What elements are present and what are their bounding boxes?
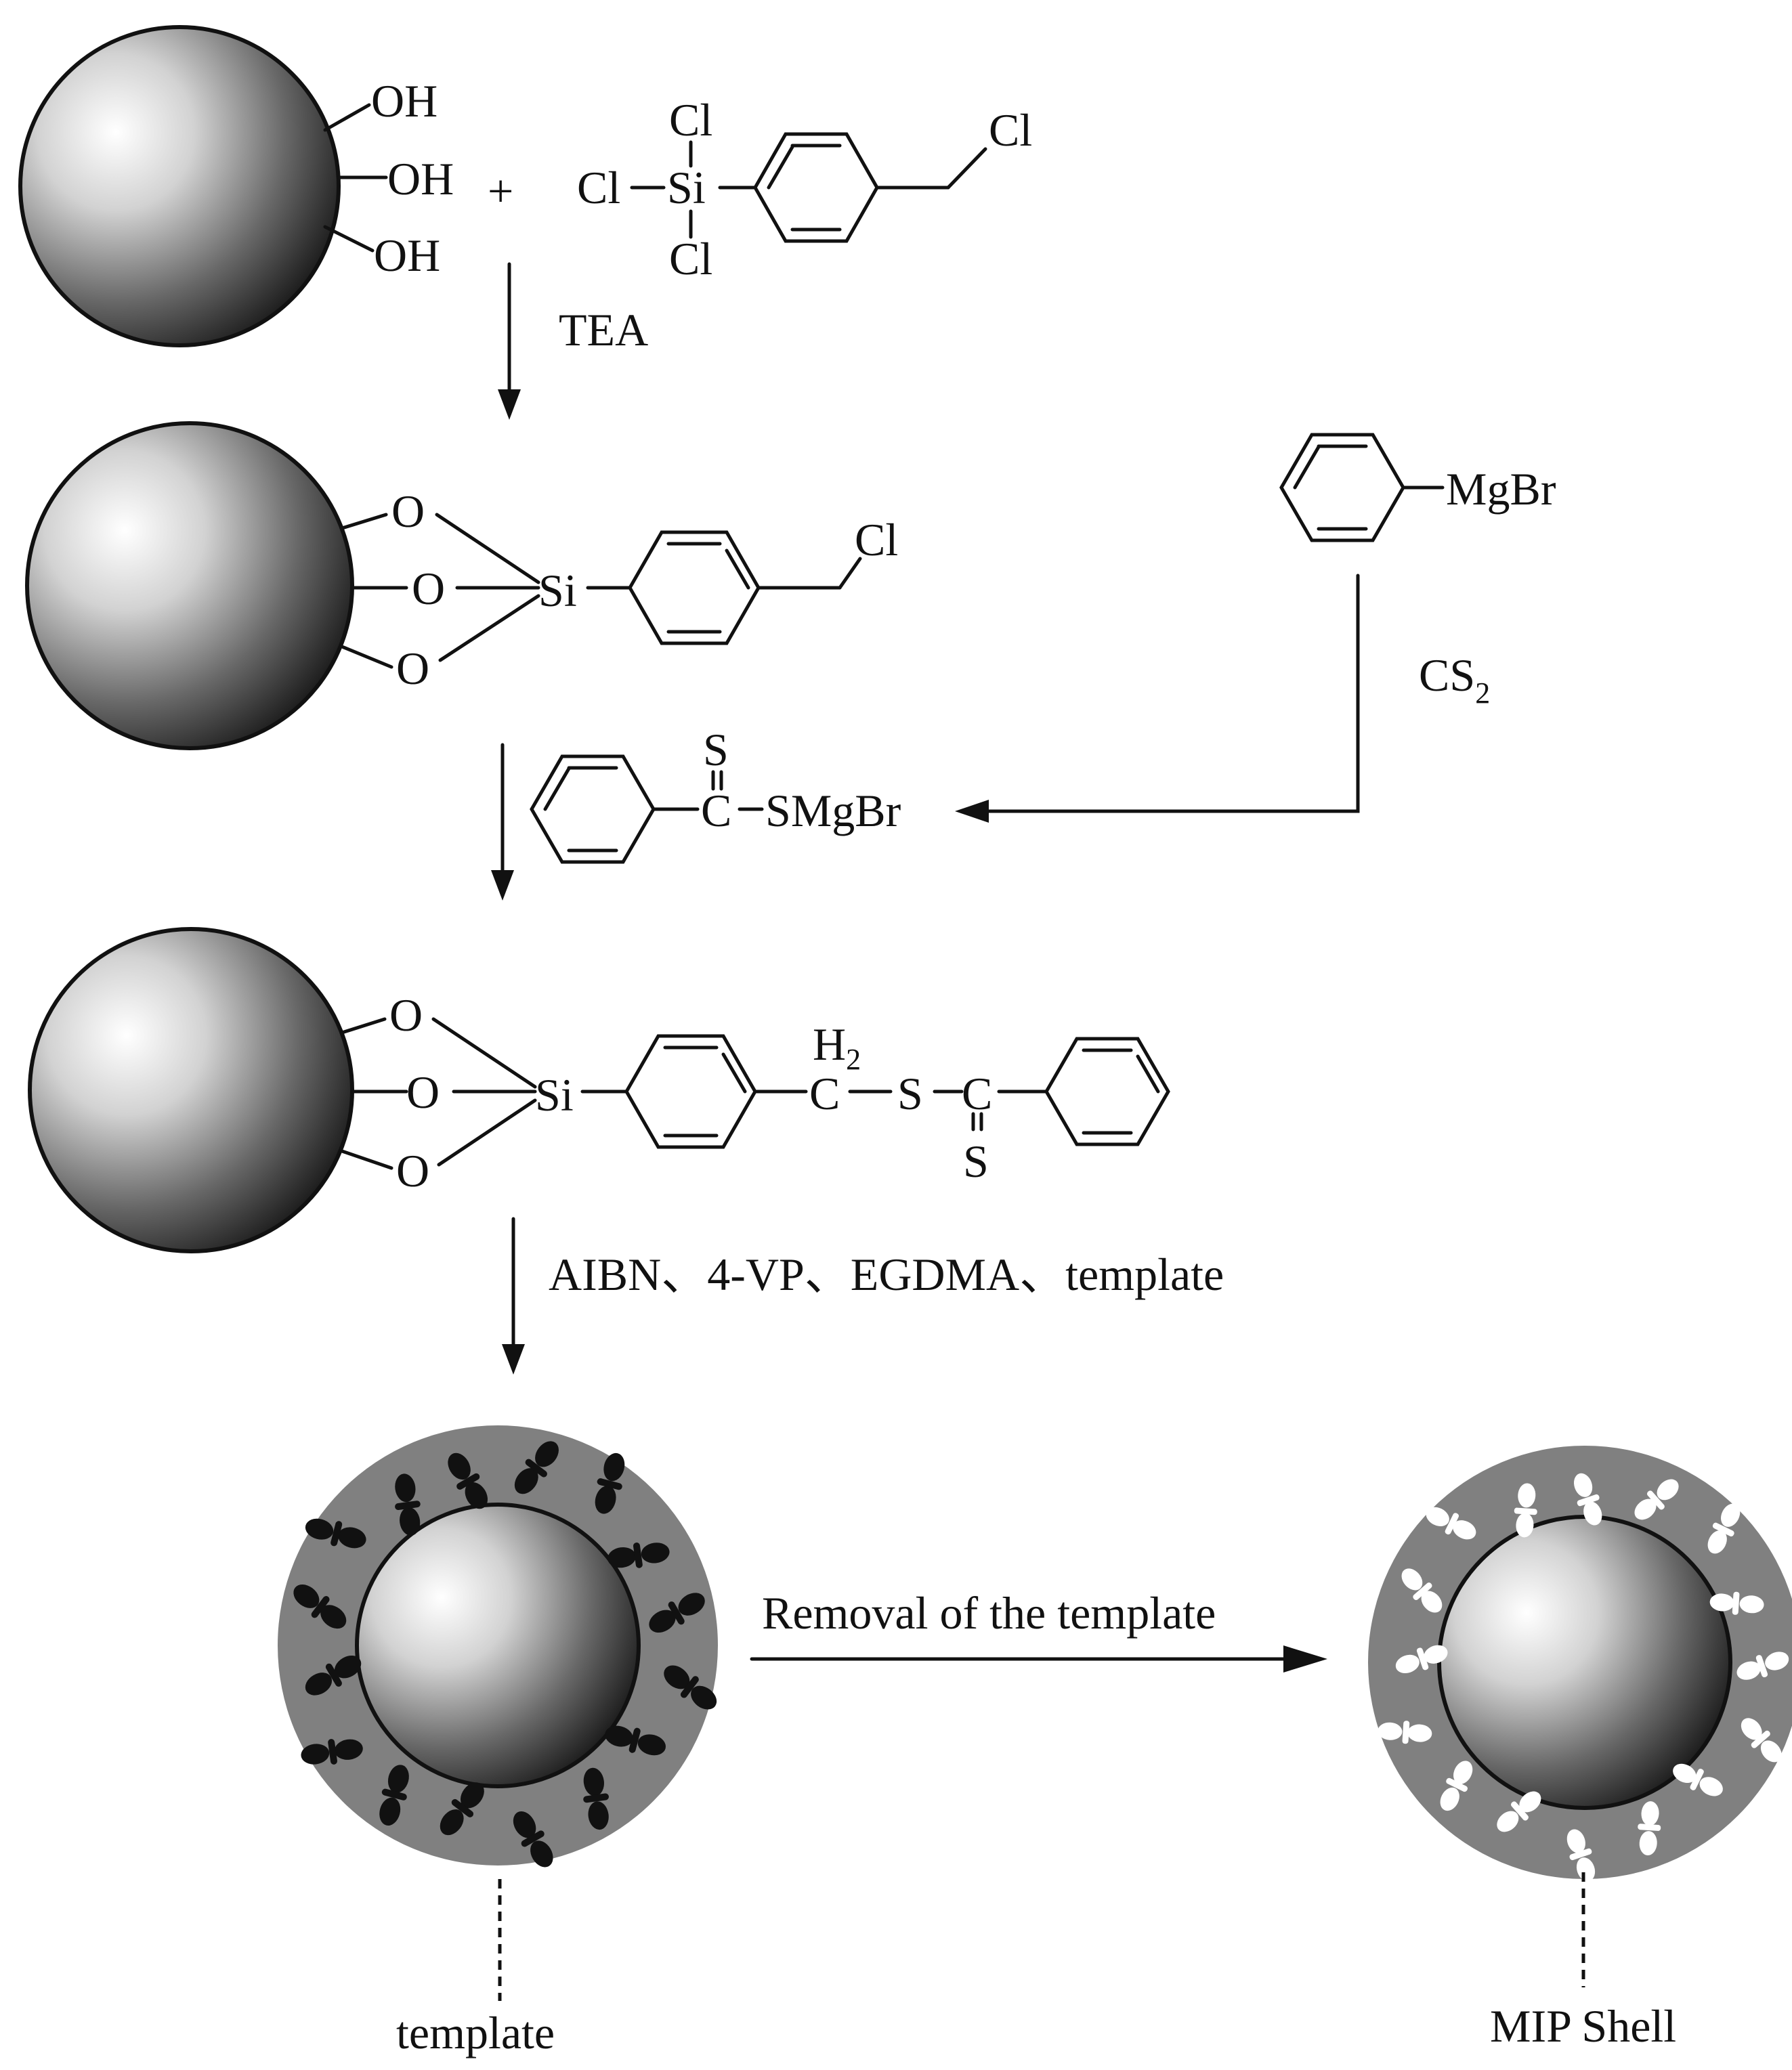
surface-si: Si xyxy=(535,1069,574,1121)
arrow-cs2 xyxy=(955,574,1360,823)
surface-si: Si xyxy=(538,565,577,616)
silane-cl-bottom: Cl xyxy=(669,233,712,284)
arrow-step2 xyxy=(491,743,514,901)
hydroxyl-label: OH xyxy=(374,230,440,281)
silica-particle-1 xyxy=(18,25,341,347)
methylene-c: C xyxy=(809,1068,840,1119)
silane-cl-top: Cl xyxy=(669,94,712,146)
removal-label: Removal of the template xyxy=(762,1587,1216,1639)
template-label: template xyxy=(396,2007,555,2058)
thione-s: S xyxy=(963,1136,989,1187)
silane-cl-left: Cl xyxy=(577,162,620,213)
mip-shell-label: MIP Shell xyxy=(1490,2000,1676,2052)
thiocarbonyl-c: C xyxy=(962,1068,992,1119)
arrow-step3 xyxy=(502,1217,525,1375)
reagent-tea: TEA xyxy=(559,304,648,355)
siloxane-o: O xyxy=(396,1145,429,1196)
plus-sign: + xyxy=(488,165,513,217)
silane-si: Si xyxy=(667,162,706,213)
silica-particle-3 xyxy=(28,927,354,1253)
thiocarbonyl-c: C xyxy=(701,785,731,836)
arrow-step1 xyxy=(498,262,521,420)
benzyl-cl: Cl xyxy=(855,514,898,565)
siloxane-o: O xyxy=(391,486,425,537)
hydroxyl-label: OH xyxy=(387,153,454,204)
siloxane-o: O xyxy=(396,643,429,694)
arrow-removal xyxy=(750,1645,1327,1673)
silica-particle-2 xyxy=(25,421,354,750)
grignard-mgbr: MgBr xyxy=(1446,463,1556,515)
methylene-h2: H2 xyxy=(813,1018,861,1076)
mip-particle xyxy=(1368,1446,1792,1885)
reagent-cs2: CS2 xyxy=(1419,649,1490,710)
benzyl-cl: Cl xyxy=(989,104,1032,156)
polymerization-reagents: AIBN、4-VP、EGDMA、template xyxy=(549,1249,1224,1300)
thioether-s: S xyxy=(897,1068,923,1119)
smgbr-label: SMgBr xyxy=(765,785,901,836)
hydroxyl-label: OH xyxy=(371,75,438,127)
thione-s: S xyxy=(703,724,729,775)
siloxane-o: O xyxy=(389,989,423,1041)
siloxane-o: O xyxy=(412,563,445,614)
siloxane-o: O xyxy=(406,1066,440,1118)
imprinted-particle xyxy=(278,1425,723,1873)
